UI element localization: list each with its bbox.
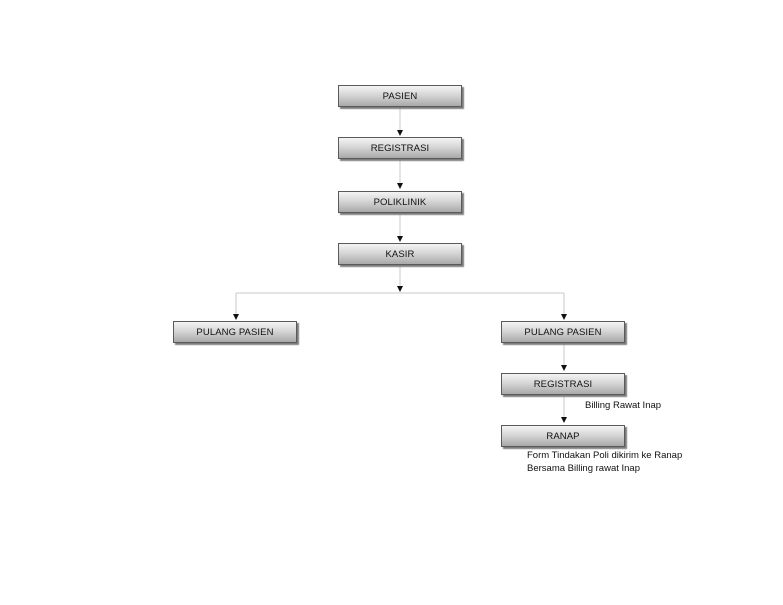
arrowhead xyxy=(233,314,239,320)
note-billing-rawat-inap: Billing Rawat Inap xyxy=(585,400,662,411)
node-pasien: PASIEN xyxy=(338,85,462,107)
arrowhead xyxy=(561,365,567,371)
arrowhead xyxy=(561,314,567,320)
node-registrasi: REGISTRASI xyxy=(338,137,462,159)
note-form-tindakan-line-1: Form Tindakan Poli dikirim ke Ranap xyxy=(527,450,683,461)
arrowhead xyxy=(397,183,403,189)
arrowhead xyxy=(561,417,567,423)
arrowhead xyxy=(397,236,403,242)
arrowhead xyxy=(397,286,403,292)
node-ranap: RANAP xyxy=(501,425,625,447)
node-kasir: KASIR xyxy=(338,243,462,265)
note-form-tindakan-line-2: Bersama Billing rawat Inap xyxy=(527,463,640,474)
node-registrasi-ranap: REGISTRASI xyxy=(501,373,625,395)
arrowhead xyxy=(397,130,403,136)
node-pulang-pasien-right: PULANG PASIEN xyxy=(501,321,625,343)
node-poliklinik: POLIKLINIK xyxy=(338,191,462,213)
node-pulang-pasien-left: PULANG PASIEN xyxy=(173,321,297,343)
